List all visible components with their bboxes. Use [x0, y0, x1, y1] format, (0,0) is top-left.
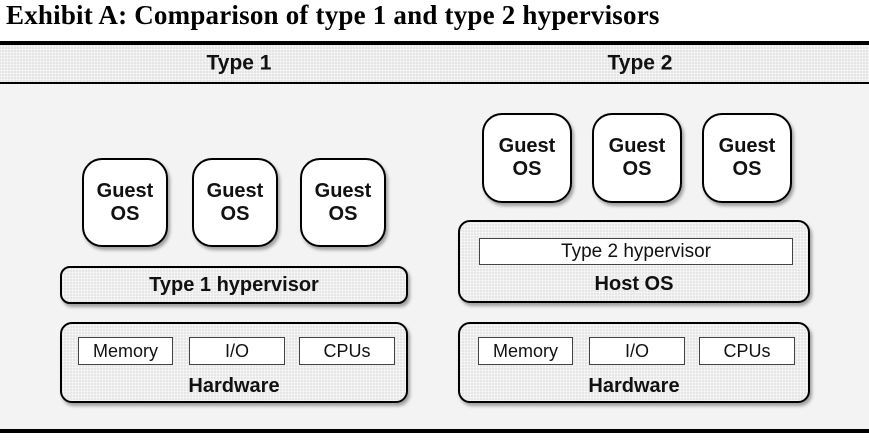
memory-label: Memory — [92, 340, 158, 361]
guest-os-label-line1: Guest — [718, 135, 776, 157]
type2-hardware-label: Hardware — [588, 375, 680, 397]
type1-hardware-box: Memory I/O CPUs Hardware — [60, 322, 408, 403]
io-label: I/O — [224, 340, 249, 361]
guest-os-label-line1: Guest — [96, 179, 154, 202]
io-label: I/O — [624, 340, 649, 361]
type1-hypervisor-label: Type 1 hypervisor — [149, 273, 319, 296]
guest-os-label-line1: Guest — [314, 179, 372, 202]
guest-os-label-line2: OS — [220, 202, 250, 225]
type2-guest-os-box-3: Guest OS — [702, 113, 792, 203]
guest-os-label-line1: Guest — [206, 179, 264, 202]
type2-cpus-chip: CPUs — [699, 337, 795, 365]
type1-guest-os-box-2: Guest OS — [192, 158, 278, 247]
exhibit-title: Exhibit A: Comparison of type 1 and type… — [6, 0, 660, 30]
type1-memory-chip: Memory — [78, 337, 173, 365]
cpus-label: CPUs — [323, 340, 371, 361]
type2-hardware-box: Memory I/O CPUs Hardware — [458, 322, 810, 403]
guest-os-label-line2: OS — [512, 158, 542, 180]
type2-guest-os-box-1: Guest OS — [482, 113, 572, 203]
type2-column-header: Type 2 — [607, 51, 673, 75]
type1-guest-os-box-1: Guest OS — [82, 158, 168, 247]
type1-guest-os-box-3: Guest OS — [300, 158, 386, 247]
cpus-label: CPUs — [723, 340, 771, 361]
type1-column-header: Type 1 — [206, 51, 272, 75]
guest-os-label-line2: OS — [622, 158, 652, 180]
guest-os-label-line2: OS — [328, 202, 358, 225]
host-os-label: Host OS — [594, 273, 674, 295]
type1-hardware-label: Hardware — [188, 375, 280, 397]
guest-os-label-line2: OS — [732, 158, 762, 180]
host-os-box: Type 2 hypervisor Host OS — [458, 220, 810, 303]
type1-hypervisor-bar: Type 1 hypervisor — [60, 266, 408, 304]
diagram-panel: Guest OS Guest OS Guest OS Type 1 hyperv… — [0, 84, 869, 433]
type2-io-chip: I/O — [589, 337, 685, 365]
type2-memory-chip: Memory — [478, 337, 573, 365]
type2-guest-os-box-2: Guest OS — [592, 113, 682, 203]
column-header-band: Type 1 Type 2 — [0, 41, 869, 84]
type2-hypervisor-bar: Type 2 hypervisor — [479, 238, 793, 265]
type1-io-chip: I/O — [189, 337, 285, 365]
type1-cpus-chip: CPUs — [299, 337, 395, 365]
guest-os-label-line1: Guest — [498, 135, 556, 157]
memory-label: Memory — [492, 340, 558, 361]
type2-hypervisor-label: Type 2 hypervisor — [561, 240, 711, 262]
guest-os-label-line1: Guest — [608, 135, 666, 157]
guest-os-label-line2: OS — [110, 202, 140, 225]
